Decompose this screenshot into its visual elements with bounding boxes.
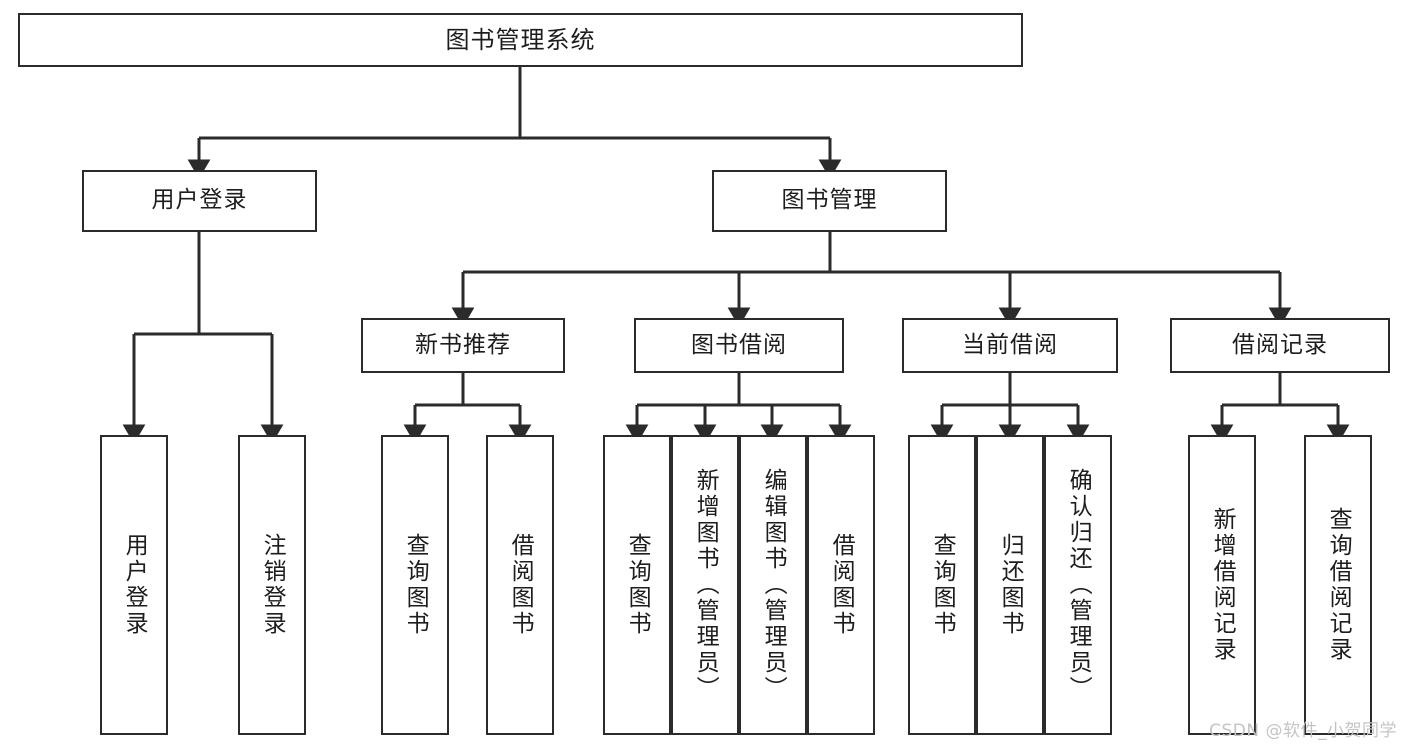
leaf-new-book-recommend-1[interactable]: 查询图书 bbox=[381, 435, 449, 735]
node-label: 新增图书（管理员） bbox=[692, 468, 719, 702]
leaf-current-borrow-3[interactable]: 确认归还（管理员） bbox=[1044, 435, 1112, 735]
node-label: 图书管理 bbox=[781, 187, 878, 214]
node-label: 用户登录 bbox=[121, 533, 148, 637]
csdn-watermark: CSDN @软件_小贺同学 bbox=[1209, 721, 1397, 741]
leaf-user-login-2[interactable]: 注销登录 bbox=[238, 435, 306, 735]
node-label: 注销登录 bbox=[259, 533, 286, 637]
node-label: 借阅图书 bbox=[507, 533, 534, 637]
node-label: 查询图书 bbox=[624, 533, 651, 637]
node-label: 图书借阅 bbox=[691, 331, 787, 358]
node-root-book-management-system[interactable]: 图书管理系统 bbox=[18, 13, 1023, 67]
node-label: 新书推荐 bbox=[415, 331, 511, 358]
node-book-borrow[interactable]: 图书借阅 bbox=[634, 318, 844, 373]
leaf-book-borrow-3[interactable]: 编辑图书（管理员） bbox=[739, 435, 807, 735]
leaf-new-book-recommend-2[interactable]: 借阅图书 bbox=[486, 435, 554, 735]
node-new-book-recommend[interactable]: 新书推荐 bbox=[361, 318, 565, 373]
node-label: 当前借阅 bbox=[962, 331, 1058, 358]
leaf-borrow-record-2[interactable]: 查询借阅记录 bbox=[1304, 435, 1372, 735]
leaf-current-borrow-1[interactable]: 查询图书 bbox=[908, 435, 976, 735]
node-label: 查询图书 bbox=[402, 533, 429, 637]
leaf-book-borrow-4[interactable]: 借阅图书 bbox=[807, 435, 875, 735]
node-current-borrow[interactable]: 当前借阅 bbox=[902, 318, 1118, 373]
node-book-management[interactable]: 图书管理 bbox=[712, 170, 947, 232]
node-label: 归还图书 bbox=[997, 533, 1024, 637]
node-label: 新增借阅记录 bbox=[1209, 507, 1236, 663]
leaf-user-login-1[interactable]: 用户登录 bbox=[100, 435, 168, 735]
node-user-login[interactable]: 用户登录 bbox=[82, 170, 317, 232]
node-label: 确认归还（管理员） bbox=[1065, 468, 1092, 702]
leaf-book-borrow-2[interactable]: 新增图书（管理员） bbox=[671, 435, 739, 735]
node-label: 借阅图书 bbox=[828, 533, 855, 637]
node-label: 用户登录 bbox=[151, 187, 248, 214]
node-borrow-record[interactable]: 借阅记录 bbox=[1170, 318, 1390, 373]
leaf-borrow-record-1[interactable]: 新增借阅记录 bbox=[1188, 435, 1256, 735]
node-label: 编辑图书（管理员） bbox=[760, 468, 787, 702]
leaf-book-borrow-1[interactable]: 查询图书 bbox=[603, 435, 671, 735]
node-label: 查询图书 bbox=[929, 533, 956, 637]
node-label: 图书管理系统 bbox=[445, 25, 596, 54]
node-label: 借阅记录 bbox=[1232, 331, 1328, 358]
leaf-current-borrow-2[interactable]: 归还图书 bbox=[976, 435, 1044, 735]
node-label: 查询借阅记录 bbox=[1325, 507, 1352, 663]
